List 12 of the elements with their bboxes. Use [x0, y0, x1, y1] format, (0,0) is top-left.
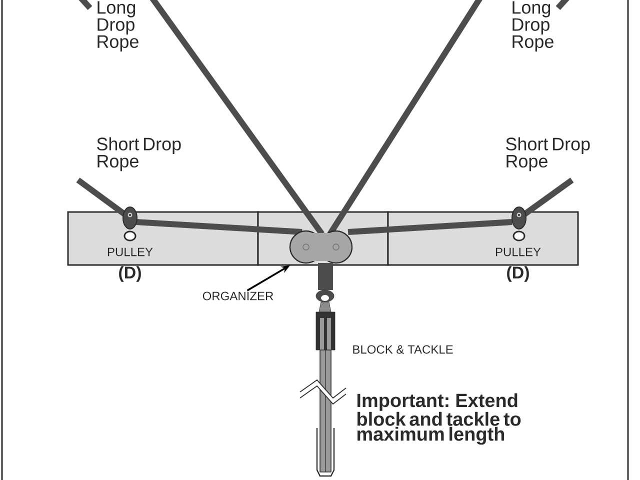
part-label: BLOCK & TACKLE [353, 345, 453, 354]
part-label: ORGANIZER [202, 292, 274, 300]
beam-section: PULLEY (D) [387, 211, 579, 282]
node-label: (D) [119, 266, 141, 282]
rope-label: Short Drop Rope [97, 137, 181, 172]
note-text: Important: Extend block and tackle to maximum length [357, 393, 521, 445]
beam-section: PULLEY (D) [67, 211, 259, 282]
rope-label: Long Drop Rope [512, 1, 554, 52]
rope-label: Long Drop Rope [98, 1, 138, 52]
organizer-drawing [289, 230, 353, 264]
rope-label: Short Drop Rope [506, 137, 590, 172]
node-label: (D) [507, 266, 529, 282]
